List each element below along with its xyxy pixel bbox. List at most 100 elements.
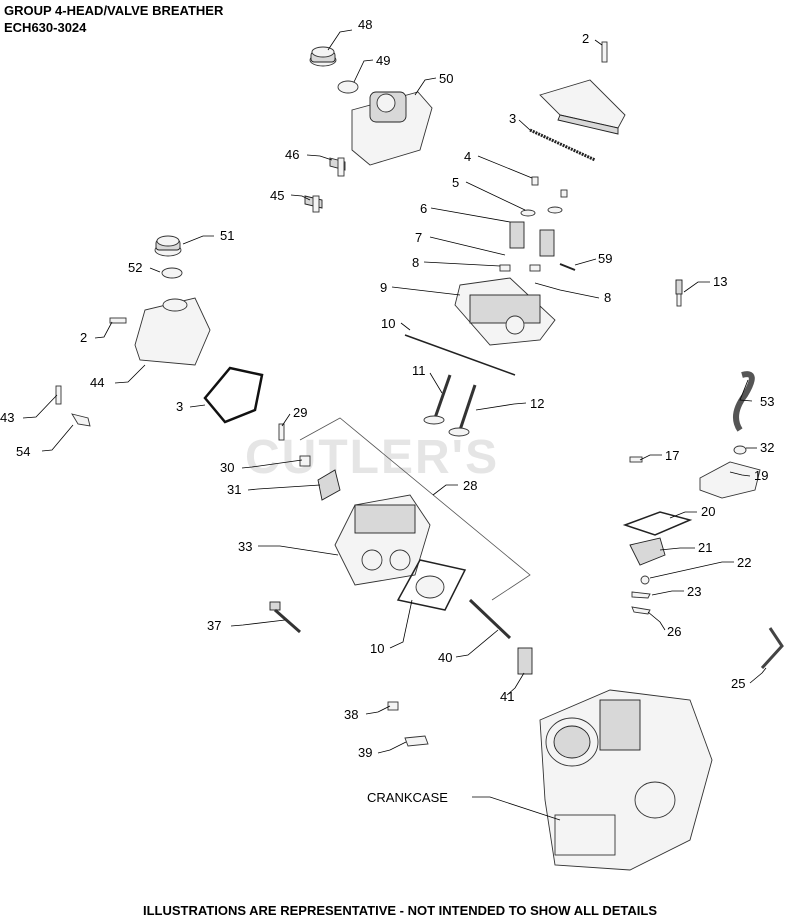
group-title: GROUP 4-HEAD/VALVE BREATHER bbox=[4, 3, 224, 18]
leader-lines bbox=[22, 29, 767, 821]
part-46-fitting bbox=[329, 157, 346, 177]
callout-26: 26 bbox=[667, 624, 681, 639]
part-10-head-gasket bbox=[396, 559, 467, 611]
callout-52: 52 bbox=[128, 260, 142, 275]
part-10-gasket-bore bbox=[415, 575, 445, 599]
callout-9: 9 bbox=[380, 280, 387, 295]
callout-37: 37 bbox=[207, 618, 221, 633]
part-45-fitting bbox=[304, 195, 323, 213]
part-3-gasket-loop bbox=[203, 366, 264, 424]
part-50-valve-cover bbox=[351, 91, 433, 166]
part-6-7-valve-springs bbox=[499, 221, 555, 272]
part-38-clip bbox=[387, 701, 399, 711]
part-44-valve-cover bbox=[134, 297, 211, 366]
callout-49: 49 bbox=[376, 53, 390, 68]
part-valve-cover-right bbox=[539, 79, 626, 135]
part-41-tappet bbox=[517, 647, 533, 675]
part-40-pushrod bbox=[468, 598, 512, 640]
diagram-title: GROUP 4-HEAD/VALVE BREATHER ECH630-3024 bbox=[4, 2, 223, 36]
callout-19: 19 bbox=[754, 468, 768, 483]
callout-22: 22 bbox=[737, 555, 751, 570]
callout-10-bottom: 10 bbox=[370, 641, 384, 656]
callout-2-left: 2 bbox=[80, 330, 87, 345]
part-33-cylinder-head bbox=[334, 494, 431, 586]
callout-53: 53 bbox=[760, 394, 774, 409]
part-26-stop bbox=[631, 606, 651, 615]
part-37-head-bolt bbox=[269, 601, 301, 634]
part-22-screw bbox=[640, 575, 650, 585]
callout-12: 12 bbox=[530, 396, 544, 411]
watermark: CUTLER'S bbox=[245, 431, 500, 484]
exploded-parts-diagram: 48 49 50 46 45 2 3 4 5 6 7 8 8 9 59 13 1… bbox=[0, 17, 784, 871]
part-crankcase bbox=[539, 689, 713, 871]
callout-43: 43 bbox=[0, 410, 14, 425]
callout-11: 11 bbox=[412, 363, 426, 378]
callout-50: 50 bbox=[439, 71, 453, 86]
part-4-keeper-b bbox=[560, 189, 568, 198]
callout-10-top: 10 bbox=[381, 316, 395, 331]
callout-40: 40 bbox=[438, 650, 452, 665]
part-11-12-valves bbox=[423, 374, 477, 437]
callout-31: 31 bbox=[227, 482, 241, 497]
part-3-gasket bbox=[529, 128, 596, 162]
part-20-gasket bbox=[622, 511, 693, 536]
part-59-clip bbox=[559, 263, 576, 271]
callout-21: 21 bbox=[698, 540, 712, 555]
callout-labels: 48 49 50 46 45 2 3 4 5 6 7 8 8 9 59 13 1… bbox=[0, 17, 774, 805]
callout-32: 32 bbox=[760, 440, 774, 455]
callout-8-right: 8 bbox=[604, 290, 611, 305]
part-53-hose bbox=[733, 371, 755, 432]
callout-30: 30 bbox=[220, 460, 234, 475]
part-43-bolt bbox=[55, 385, 62, 405]
part-25-tube bbox=[760, 627, 784, 670]
callout-48: 48 bbox=[358, 17, 372, 32]
callout-45: 45 bbox=[270, 188, 284, 203]
part-52-o-ring bbox=[161, 267, 183, 279]
part-30-nut bbox=[299, 455, 311, 467]
part-31-bracket bbox=[317, 469, 341, 501]
part-5-retainer bbox=[520, 209, 536, 217]
part-39-plate bbox=[404, 735, 429, 747]
callout-33: 33 bbox=[238, 539, 252, 554]
callout-25: 25 bbox=[731, 676, 745, 691]
part-49-o-ring bbox=[337, 80, 359, 94]
part-4-keeper bbox=[531, 176, 539, 186]
part-29-screw bbox=[278, 423, 285, 441]
part-21-filter bbox=[629, 537, 666, 566]
callout-8-left: 8 bbox=[412, 255, 419, 270]
callout-28: 28 bbox=[463, 478, 477, 493]
callout-3-left: 3 bbox=[176, 399, 183, 414]
callout-51: 51 bbox=[220, 228, 234, 243]
part-13-sensor bbox=[675, 279, 683, 307]
part-5-retainer-b bbox=[547, 206, 563, 214]
part-48-breather-cap bbox=[309, 46, 337, 67]
part-2-screw bbox=[601, 41, 608, 63]
part-51-breather-cap bbox=[154, 235, 182, 257]
part-28-bracket-outline bbox=[299, 417, 531, 601]
callout-46: 46 bbox=[285, 147, 299, 162]
callout-54: 54 bbox=[16, 444, 30, 459]
callout-39: 39 bbox=[358, 745, 372, 760]
part-2-screw-left bbox=[109, 317, 127, 324]
part-19-breather-cover bbox=[699, 461, 761, 499]
callout-20: 20 bbox=[701, 504, 715, 519]
disclaimer-footer: ILLUSTRATIONS ARE REPRESENTATIVE - NOT I… bbox=[143, 903, 657, 918]
callout-2-top: 2 bbox=[582, 31, 589, 46]
part-23-reed bbox=[631, 591, 651, 599]
callout-6: 6 bbox=[420, 201, 427, 216]
model-number: ECH630-3024 bbox=[4, 20, 87, 35]
callout-59: 59 bbox=[598, 251, 612, 266]
callout-7: 7 bbox=[415, 230, 422, 245]
part-32-grommet bbox=[733, 445, 747, 455]
part-9-cylinder-head bbox=[454, 277, 556, 346]
callout-23: 23 bbox=[687, 584, 701, 599]
callout-41: 41 bbox=[500, 689, 514, 704]
callout-crankcase: CRANKCASE bbox=[367, 790, 448, 805]
callout-4: 4 bbox=[464, 149, 471, 164]
part-17-screw bbox=[629, 456, 643, 463]
part-54-bracket bbox=[71, 413, 91, 427]
callout-29: 29 bbox=[293, 405, 307, 420]
callout-13: 13 bbox=[713, 274, 727, 289]
callout-3-top: 3 bbox=[509, 111, 516, 126]
callout-5: 5 bbox=[452, 175, 459, 190]
